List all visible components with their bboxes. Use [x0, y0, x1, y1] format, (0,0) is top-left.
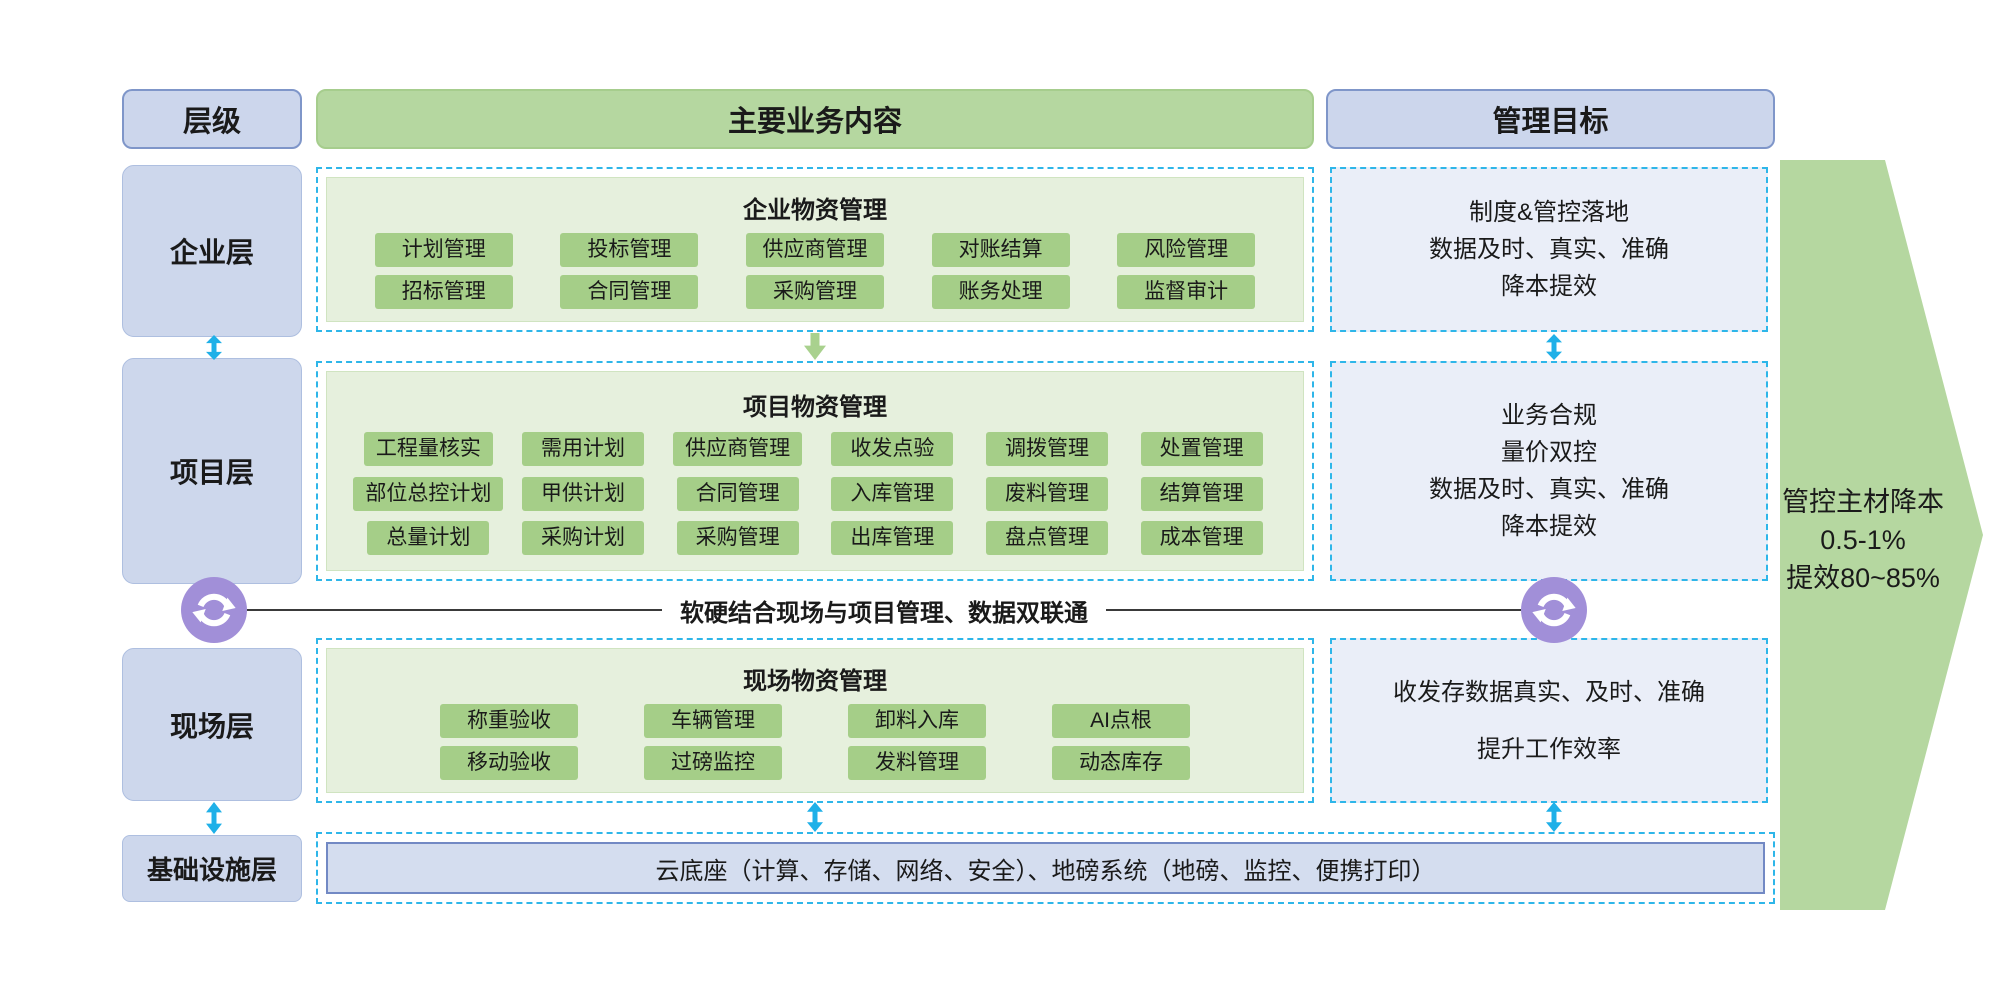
header-management-goal: 管理目标: [1326, 89, 1775, 149]
double-arrow-icon: [807, 802, 823, 832]
module-chip: 供应商管理: [745, 233, 884, 267]
goal-project: 业务合规 量价双控 数据及时、真实、准确 降本提效: [1330, 361, 1768, 581]
module-chip: 部位总控计划: [353, 476, 504, 511]
connector-label: 软硬结合现场与项目管理、数据双联通: [662, 592, 1106, 628]
chip-row: 称重验收 车辆管理 卸料入库 AI点根: [327, 704, 1303, 738]
module-chip: 入库管理: [831, 476, 954, 511]
result-arrow-text: 管控主材降本 0.5-1% 提效80~85%: [1778, 483, 1948, 597]
layer-infrastructure: 基础设施层: [122, 835, 302, 902]
goal-line: 业务合规: [1501, 402, 1597, 429]
double-arrow-icon: [1546, 802, 1562, 832]
section-title: 企业物资管理: [743, 197, 887, 224]
module-chip: 总量计划: [367, 521, 490, 556]
module-chip: AI点根: [1052, 704, 1190, 738]
goal-site: 收发存数据真实、及时、准确 提升工作效率: [1330, 638, 1768, 803]
chip-row: 部位总控计划 甲供计划 合同管理 入库管理 废料管理 结算管理: [327, 476, 1303, 511]
chip-row: 计划管理 投标管理 供应商管理 对账结算 风险管理: [327, 233, 1303, 267]
goal-line: 降本提效: [1501, 513, 1597, 540]
section-title: 现场物资管理: [743, 668, 887, 695]
module-chip: 工程量核实: [363, 432, 493, 467]
module-chip: 招标管理: [374, 275, 513, 309]
infrastructure-dashed-frame: 云底座（计算、存储、网络、安全）、地磅系统（地磅、监控、便携打印）: [316, 832, 1775, 904]
goal-line: 降本提效: [1501, 273, 1597, 300]
module-chip: 合同管理: [676, 476, 799, 511]
chip-row: 总量计划 采购计划 采购管理 出库管理 盘点管理 成本管理: [327, 521, 1303, 556]
module-chip: 采购管理: [745, 275, 884, 309]
layer-site: 现场层: [122, 648, 302, 801]
project-panel: 项目物资管理 工程量核实 需用计划 供应商管理 收发点验 调拨管理 处置管理 部…: [326, 371, 1304, 571]
section-project-materials: 项目物资管理 工程量核实 需用计划 供应商管理 收发点验 调拨管理 处置管理 部…: [316, 361, 1314, 581]
header-business-content: 主要业务内容: [316, 89, 1314, 149]
enterprise-panel: 企业物资管理 计划管理 投标管理 供应商管理 对账结算 风险管理 招标管理 合同…: [326, 177, 1304, 322]
chip-row: 工程量核实 需用计划 供应商管理 收发点验 调拨管理 处置管理: [327, 432, 1303, 467]
chip-row: 招标管理 合同管理 采购管理 账务处理 监督审计: [327, 275, 1303, 309]
module-chip: 发料管理: [848, 746, 986, 780]
goal-line: 制度&管控落地: [1468, 199, 1629, 226]
module-chip: 结算管理: [1140, 476, 1263, 511]
double-arrow-icon: [1546, 334, 1562, 360]
module-chip: 计划管理: [374, 233, 513, 267]
module-chip: 称重验收: [440, 704, 578, 738]
sync-arrows-icon: [181, 577, 247, 643]
module-chip: 采购计划: [521, 521, 644, 556]
module-chip: 卸料入库: [848, 704, 986, 738]
double-arrow-icon: [206, 335, 222, 360]
goal-enterprise: 制度&管控落地 数据及时、真实、准确 降本提效: [1330, 167, 1768, 332]
module-chip: 车辆管理: [644, 704, 782, 738]
module-chip: 需用计划: [521, 432, 644, 467]
module-chip: 对账结算: [931, 233, 1070, 267]
module-chip: 监督审计: [1117, 275, 1256, 309]
header-level: 层级: [122, 89, 302, 149]
down-arrow-icon: [804, 333, 826, 360]
section-site-materials: 现场物资管理 称重验收 车辆管理 卸料入库 AI点根 移动验收 过磅监控 发料管…: [316, 638, 1314, 803]
module-chip: 移动验收: [440, 746, 578, 780]
goal-line: 数据及时、真实、准确: [1429, 236, 1669, 263]
module-chip: 出库管理: [831, 521, 954, 556]
module-chip: 动态库存: [1052, 746, 1190, 780]
section-title: 项目物资管理: [743, 393, 887, 421]
goal-line: 数据及时、真实、准确: [1429, 476, 1669, 503]
site-panel: 现场物资管理 称重验收 车辆管理 卸料入库 AI点根 移动验收 过磅监控 发料管…: [326, 648, 1304, 793]
result-line: 0.5-1%: [1820, 525, 1906, 555]
goal-line: 提升工作效率: [1477, 735, 1621, 763]
goal-line: 量价双控: [1501, 439, 1597, 466]
module-chip: 采购管理: [676, 521, 799, 556]
module-chip: 合同管理: [560, 275, 699, 309]
double-arrow-icon: [206, 802, 222, 834]
goal-line: 收发存数据真实、及时、准确: [1393, 678, 1705, 706]
module-chip: 成本管理: [1140, 521, 1263, 556]
module-chip: 收发点验: [831, 432, 954, 467]
module-chip: 风险管理: [1117, 233, 1256, 267]
layer-project: 项目层: [122, 358, 302, 584]
module-chip: 废料管理: [985, 476, 1108, 511]
result-arrow: [1780, 160, 1983, 910]
result-line: 管控主材降本: [1782, 487, 1944, 517]
module-chip: 供应商管理: [673, 432, 803, 467]
section-enterprise-materials: 企业物资管理 计划管理 投标管理 供应商管理 对账结算 风险管理 招标管理 合同…: [316, 167, 1314, 332]
module-chip: 调拨管理: [985, 432, 1108, 467]
chip-row: 移动验收 过磅监控 发料管理 动态库存: [327, 746, 1303, 780]
module-chip: 账务处理: [931, 275, 1070, 309]
infrastructure-bar: 云底座（计算、存储、网络、安全）、地磅系统（地磅、监控、便携打印）: [326, 842, 1765, 894]
module-chip: 处置管理: [1140, 432, 1263, 467]
layer-enterprise: 企业层: [122, 165, 302, 337]
module-chip: 投标管理: [560, 233, 699, 267]
result-line: 提效80~85%: [1786, 563, 1940, 593]
sync-arrows-icon: [1521, 577, 1587, 643]
connector-line: 软硬结合现场与项目管理、数据双联通: [247, 592, 1521, 628]
module-chip: 过磅监控: [644, 746, 782, 780]
module-chip: 甲供计划: [521, 476, 644, 511]
module-chip: 盘点管理: [985, 521, 1108, 556]
